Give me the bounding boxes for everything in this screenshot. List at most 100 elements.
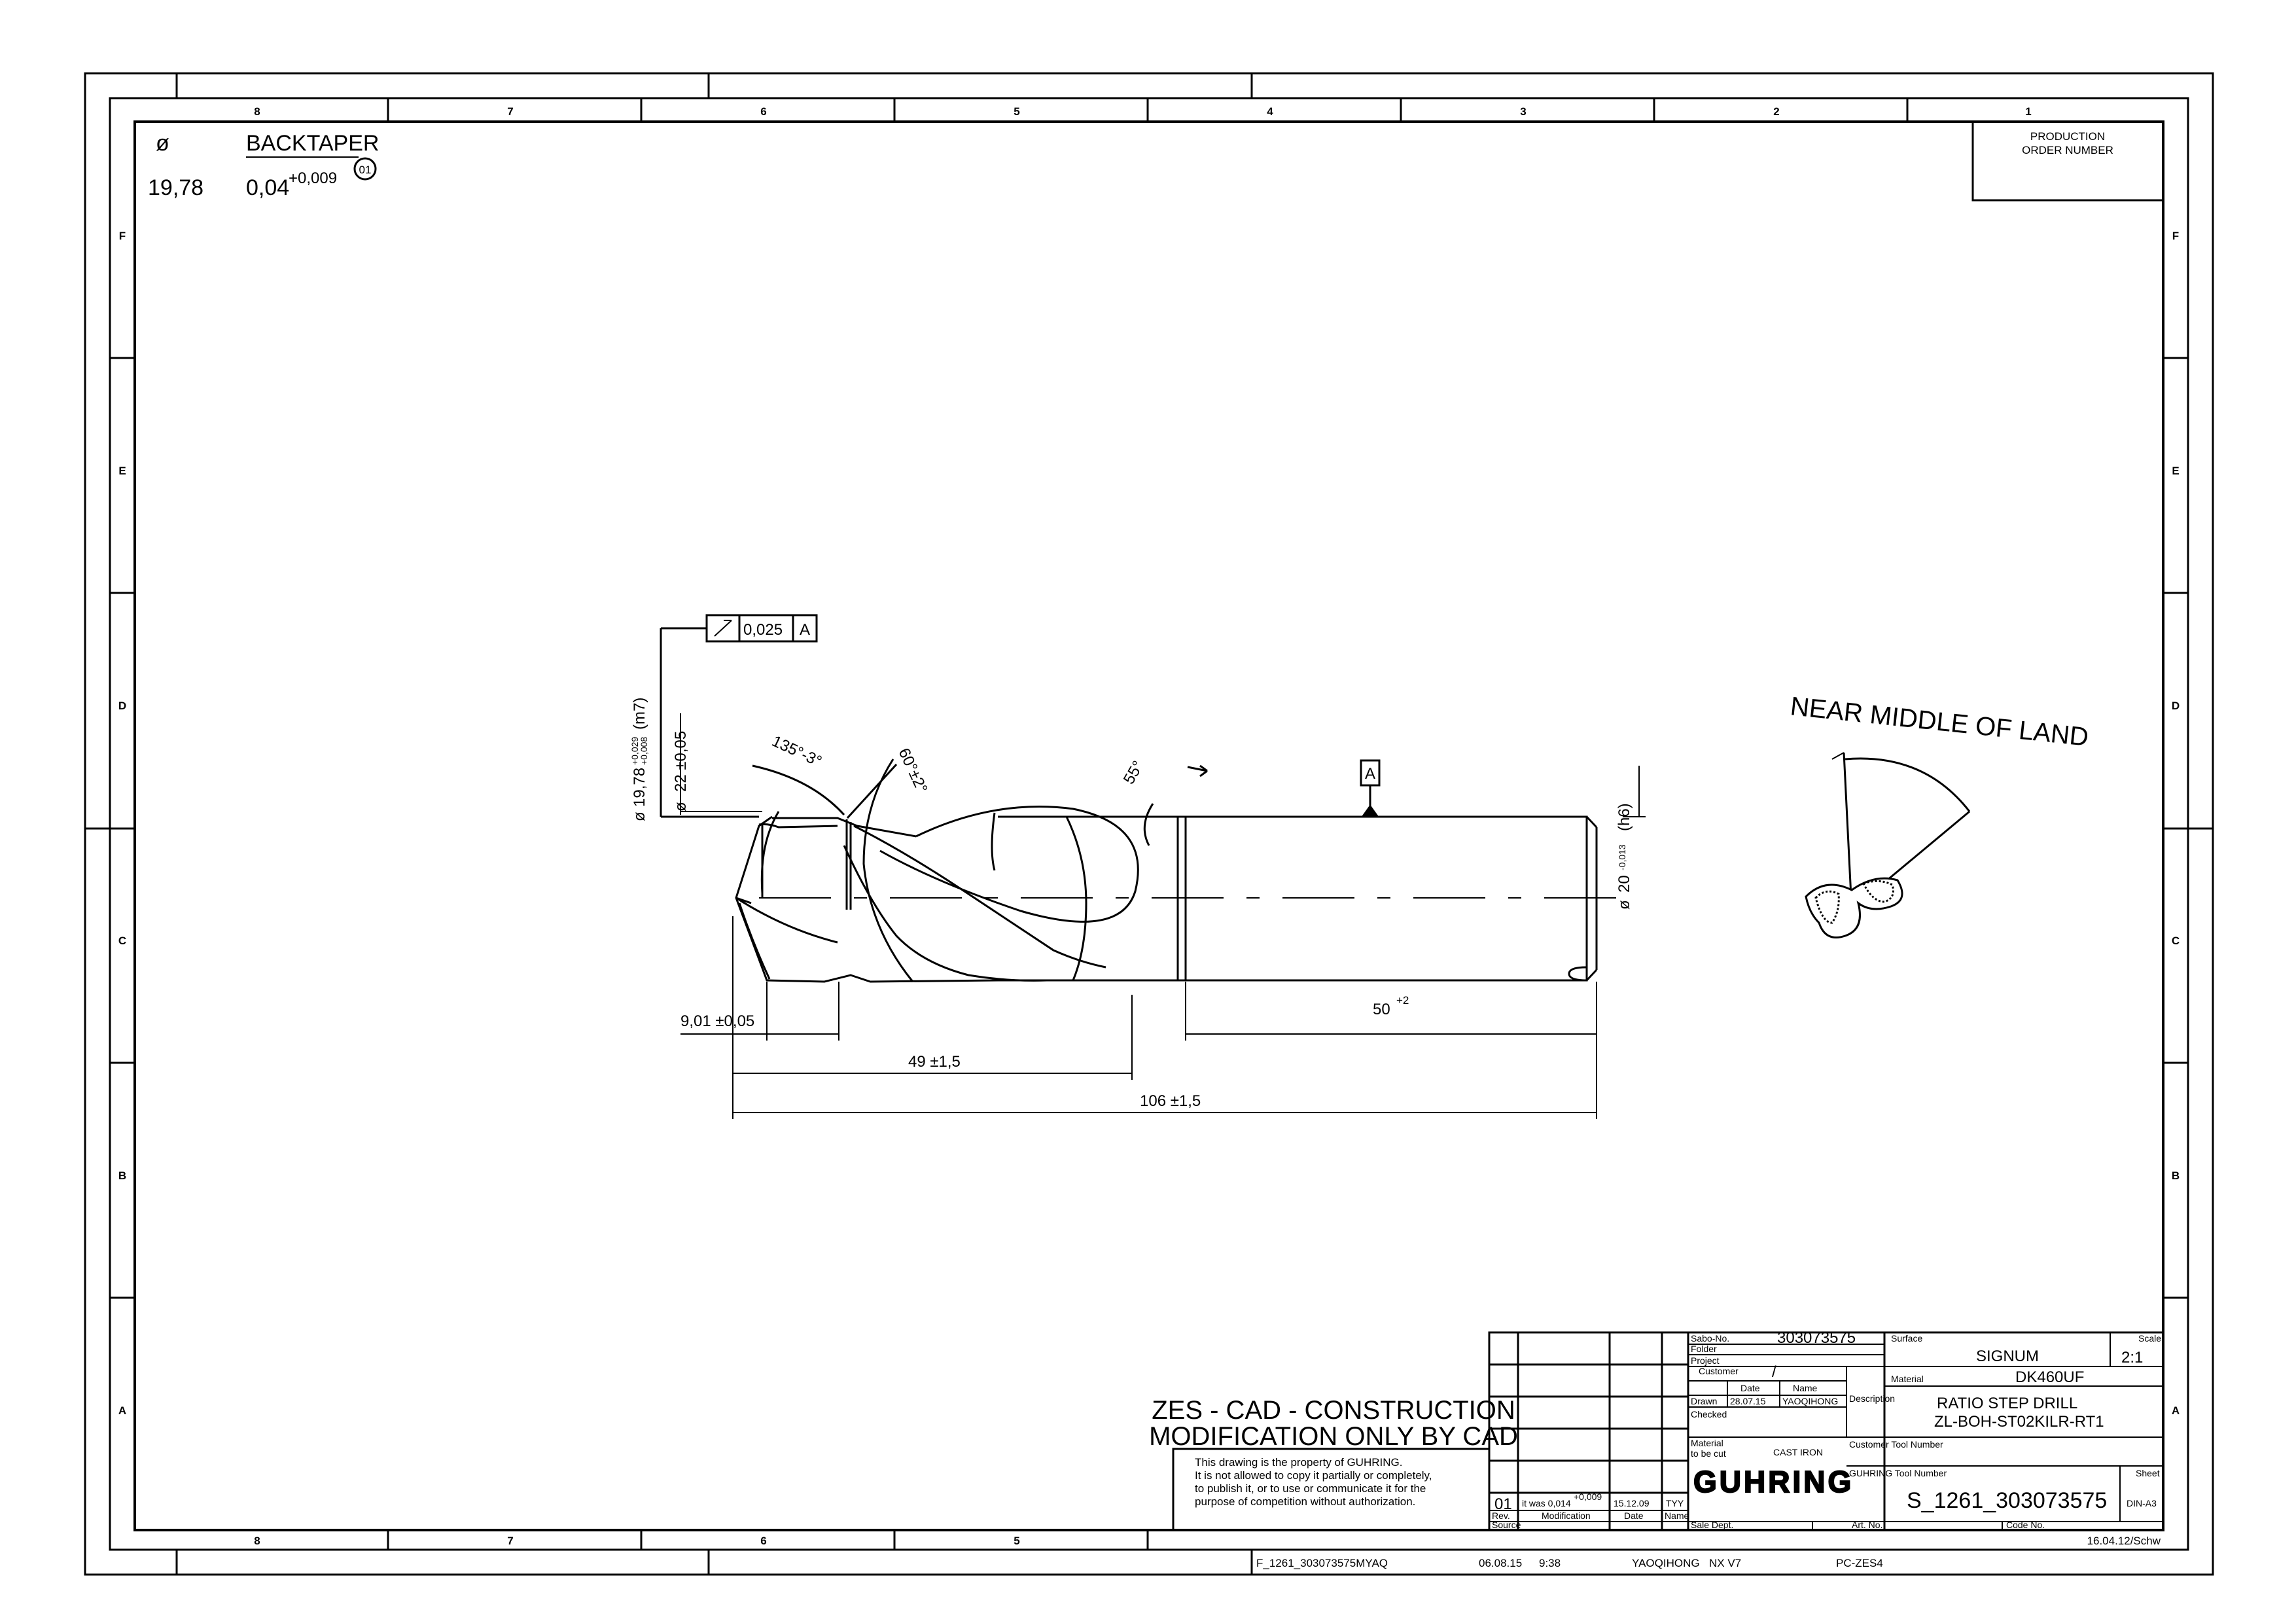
zone-row-E-left: E [118,465,126,477]
dim-19-78-fit: (m7) [631,698,648,730]
backtaper-diam-value: 19,78 [148,175,203,200]
dim-19-78-tol-upper: +0,029 [629,737,640,765]
tb-customer-tool-label: Customer Tool Number [1849,1439,1943,1450]
zone-row-C-right: C [2172,935,2180,947]
zone-col-4: 4 [1267,105,1273,118]
tb-scale-value: 2:1 [2121,1349,2143,1366]
footer-cad: NX V7 [1709,1557,1741,1569]
zone-row-C-left: C [118,935,126,947]
guhring-logo: GUHRING [1693,1464,1852,1499]
tb-description-line2: ZL-BOH-ST02KILR-RT1 [1934,1413,2104,1431]
zone-bottom-5: 5 [1014,1535,1019,1547]
tb-date-hdr: Date [1740,1383,1760,1393]
outer-frame [84,72,2214,1576]
zone-col-8: 8 [254,105,260,118]
dim-22-value: 22 ±0,05 [672,731,690,792]
rev-date: 15.12.09 [1614,1498,1650,1508]
rev-hdr-modification: Modification [1542,1510,1591,1521]
tb-tool-number: S_1261_303073575 [1907,1488,2107,1513]
backtaper-header: BACKTAPER [246,131,379,156]
datum-a-marker [1360,759,1381,817]
tb-drawn-label: Drawn [1691,1396,1717,1406]
dim-50-tol: +2 [1396,994,1409,1007]
zone-col-1: 1 [2025,105,2031,118]
dim-49: 49 ±1,5 [908,1053,961,1071]
rev-name: TYY [1666,1498,1684,1508]
zes-line2: MODIFICATION ONLY BY CAD [1149,1422,1518,1451]
dim-shank-tol: -0,013 [1617,844,1627,870]
tb-description-label: Description [1849,1393,1895,1404]
dim-19-78-value: 19,78 [631,768,648,807]
zone-row-F-left: F [119,230,126,242]
zone-bottom-7: 7 [507,1535,513,1547]
rev-number: 01 [1494,1495,1512,1513]
footer-station: PC-ZES4 [1836,1557,1883,1569]
dim-shank-20: ø 20 -0,013 (h6) [1616,766,1646,910]
zone-col-3: 3 [1520,105,1526,118]
tb-material-cut-value: CAST IRON [1773,1447,1823,1457]
tb-guhring-tool-label: GUHRING Tool Number [1849,1468,1947,1478]
tb-sabo-value: 303073575 [1777,1329,1856,1347]
tb-scale-label: Scale [2138,1333,2161,1344]
zone-row-A-right: A [2172,1404,2180,1417]
dim-50: 50 [1373,1001,1390,1018]
rev-hdr-name: Name [1665,1510,1689,1521]
zone-row-D-right: D [2172,700,2180,712]
tb-code-no-label: Code No. [2006,1520,2045,1530]
zes-line1: ZES - CAD - CONSTRUCTION [1152,1396,1515,1425]
notice-line2: It is not allowed to copy it partially o… [1195,1469,1432,1482]
tb-name-hdr: Name [1793,1383,1818,1393]
tolerance-datum: A [800,621,810,639]
tolerance-frame [660,614,818,818]
dim-19-78-tol-lower: +0,008 [639,737,649,765]
zone-row-B-right: B [2172,1169,2180,1182]
backtaper-table: ø BACKTAPER 19,78 0,04 +0,009 01 [148,131,379,200]
frame-markers [85,73,2213,1575]
horizontal-dims [680,916,1597,1119]
tb-sheet-label: Sheet [2136,1468,2160,1478]
zone-row-B-left: B [118,1169,126,1182]
zone-bottom-8: 8 [254,1535,260,1547]
dim-shank-fit: (h6) [1616,803,1633,831]
zone-bottom-6: 6 [760,1535,766,1547]
production-order-line2: ORDER NUMBER [2022,144,2113,156]
tb-sheet-value: DIN-A3 [2127,1498,2157,1508]
tb-customer-value: / [1772,1363,1776,1381]
zone-row-E-right: E [2172,465,2179,477]
tb-material-label: Material [1891,1374,1924,1384]
drill-side-view [735,758,1623,983]
rev-modification: it was 0,014 [1522,1498,1571,1508]
datum-a-label: A [1365,765,1375,783]
production-order-line1: PRODUCTION [2030,130,2105,143]
footer-time: 9:38 [1539,1557,1561,1569]
notice-line3: to publish it, or to use or communicate … [1195,1482,1426,1495]
zone-row-D-left: D [118,700,126,712]
rev-hdr-date: Date [1624,1510,1644,1521]
dim-9-01: 9,01 ±0,05 [680,1012,754,1030]
footer-file: F_1261_303073575MYAQ [1256,1557,1388,1569]
rev-modification-tol: +0,009 [1574,1491,1602,1502]
tb-material-value: DK460UF [2015,1368,2084,1386]
dim-22: ø 22 ±0,05 [672,713,762,815]
tb-drawn-name: YAOQIHONG [1782,1396,1838,1406]
tb-surface-value: SIGNUM [1976,1347,2039,1365]
zone-col-6: 6 [760,105,766,118]
tb-stamp: 16.04.12/Schw [2087,1535,2161,1547]
backtaper-revision-mark: 01 [359,164,372,176]
backtaper-diam-symbol: ø [156,131,169,156]
dim-19-78-symbol: ø [631,812,648,821]
dim-106: 106 ±1,5 [1140,1092,1201,1110]
zone-col-2: 2 [1773,105,1779,118]
tb-customer-label: Customer [1699,1366,1739,1376]
rev-source: Source [1492,1520,1521,1530]
dim-22-symbol: ø [672,802,690,812]
tb-material-cut-label2: to be cut [1691,1448,1726,1459]
footer-date: 06.08.15 [1479,1557,1522,1569]
dim-shank-symbol: ø [1616,900,1633,910]
revision-mark-circle [353,157,377,181]
rev-hdr-rev: Rev. [1492,1510,1510,1521]
tb-project-label: Project [1691,1355,1720,1366]
detail-end-view [1805,752,1971,938]
dim-shank-value: 20 [1616,875,1633,893]
